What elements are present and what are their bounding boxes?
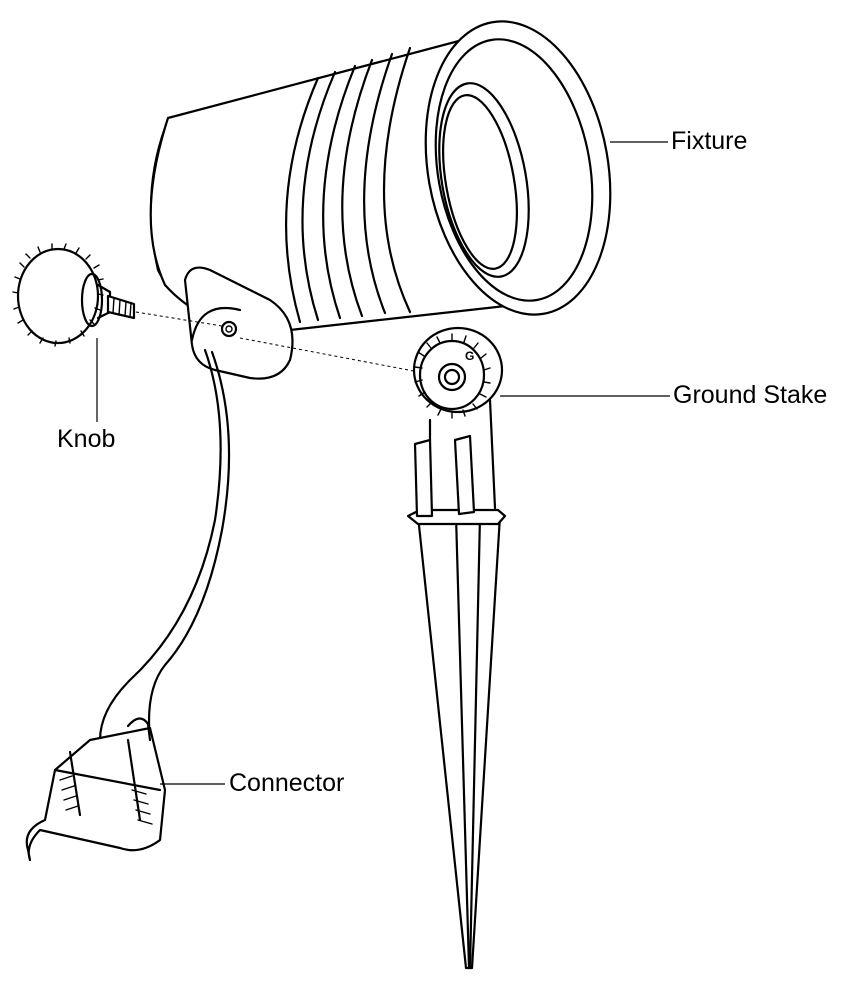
fixture-lens (424, 20, 612, 316)
knob-part (12, 243, 136, 347)
connector-part (25, 717, 167, 862)
alignment-dashes (135, 311, 441, 377)
ground-marking-glyph: G (465, 349, 474, 363)
ground-stake-label: Ground Stake (673, 381, 828, 409)
fixture-wires (98, 348, 231, 742)
ground-stake-part (406, 326, 507, 970)
leader-lines (96, 141, 670, 785)
knob-label: Knob (57, 425, 116, 453)
connector-label: Connector (229, 769, 345, 797)
fixture-mount-bracket (183, 266, 294, 380)
fixture-label: Fixture (671, 127, 748, 155)
